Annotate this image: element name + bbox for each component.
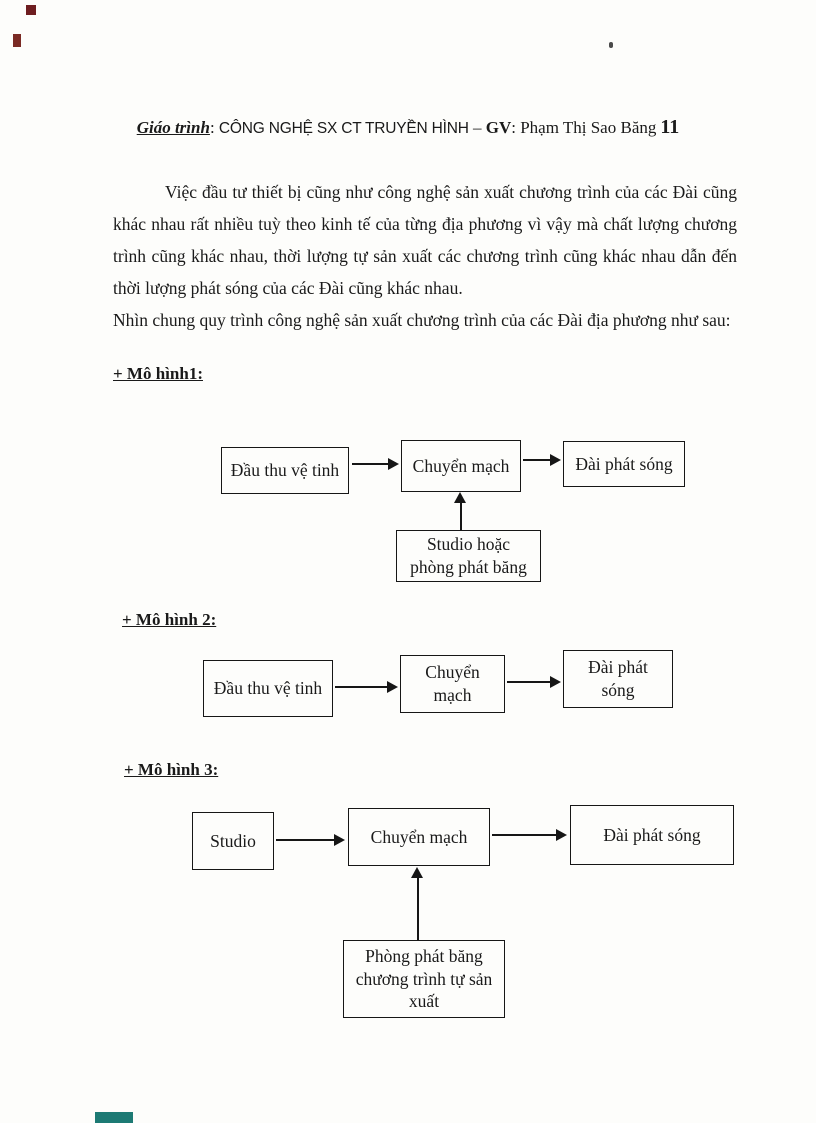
model-1-box-studio-source: Studio hoặc phòng phát băng [396, 530, 541, 582]
paragraph-lead-in: Nhìn chung quy trình công nghệ sản xuất … [113, 310, 731, 330]
model-3-heading: + Mô hình 3: [124, 760, 219, 779]
model-1-arrow-switch-to-output [523, 454, 561, 466]
model-1-arrow-input-to-switch [352, 458, 399, 470]
header-course-title: CÔNG NGHỆ SX CT TRUYỀN HÌNH [218, 120, 469, 137]
header-gv-label: GV [485, 118, 512, 137]
model-1-box-satellite-receiver: Đầu thu vệ tinh [221, 447, 349, 494]
scan-artifact-dot [609, 42, 613, 48]
model-2-box-satellite-receiver: Đầu thu vệ tinh [203, 660, 333, 717]
header-teacher-name: : Phạm Thị Sao Băng [511, 118, 657, 137]
model-3-box-switcher: Chuyển mạch [348, 808, 490, 866]
model-2-heading: + Mô hình 2: [122, 610, 217, 629]
paragraph-intro: Việc đầu tư thiết bị cũng như công nghệ … [113, 182, 737, 298]
model-3-arrow-input-to-switch [276, 834, 345, 846]
model-2-arrow-switch-to-output [507, 676, 561, 688]
header-dash: – [468, 118, 486, 137]
model-3-box-tape-room: Phòng phát băng chương trình tự sản xuất [343, 940, 505, 1018]
scan-artifact-bottom-bar [95, 1112, 133, 1123]
page-number: 11 [660, 116, 680, 138]
scan-artifact-top-left-2 [13, 34, 21, 47]
header-colon: : [209, 118, 219, 137]
model-2-box-transmitter: Đài phát sóng [563, 650, 673, 708]
body-text: Việc đầu tư thiết bị cũng như công nghệ … [113, 176, 737, 336]
model-3-box-studio: Studio [192, 812, 274, 870]
header-doc-type-label: Giáo trình [136, 118, 210, 137]
model-1-heading: + Mô hình1: [113, 364, 203, 383]
model-1-arrow-source-to-switch [454, 492, 466, 530]
model-1-box-switcher: Chuyển mạch [401, 440, 521, 492]
model-3-arrow-source-to-switch [411, 867, 423, 940]
scan-artifact-top-left-1 [26, 5, 36, 15]
model-2-arrow-input-to-switch [335, 681, 398, 693]
model-1-box-transmitter: Đài phát sóng [563, 441, 685, 487]
page-header: Giáo trình: CÔNG NGHỆ SX CT TRUYỀN HÌNH … [0, 116, 816, 139]
model-3-box-transmitter: Đài phát sóng [570, 805, 734, 865]
model-3-arrow-switch-to-output [492, 829, 567, 841]
model-2-box-switcher: Chuyển mạch [400, 655, 505, 713]
